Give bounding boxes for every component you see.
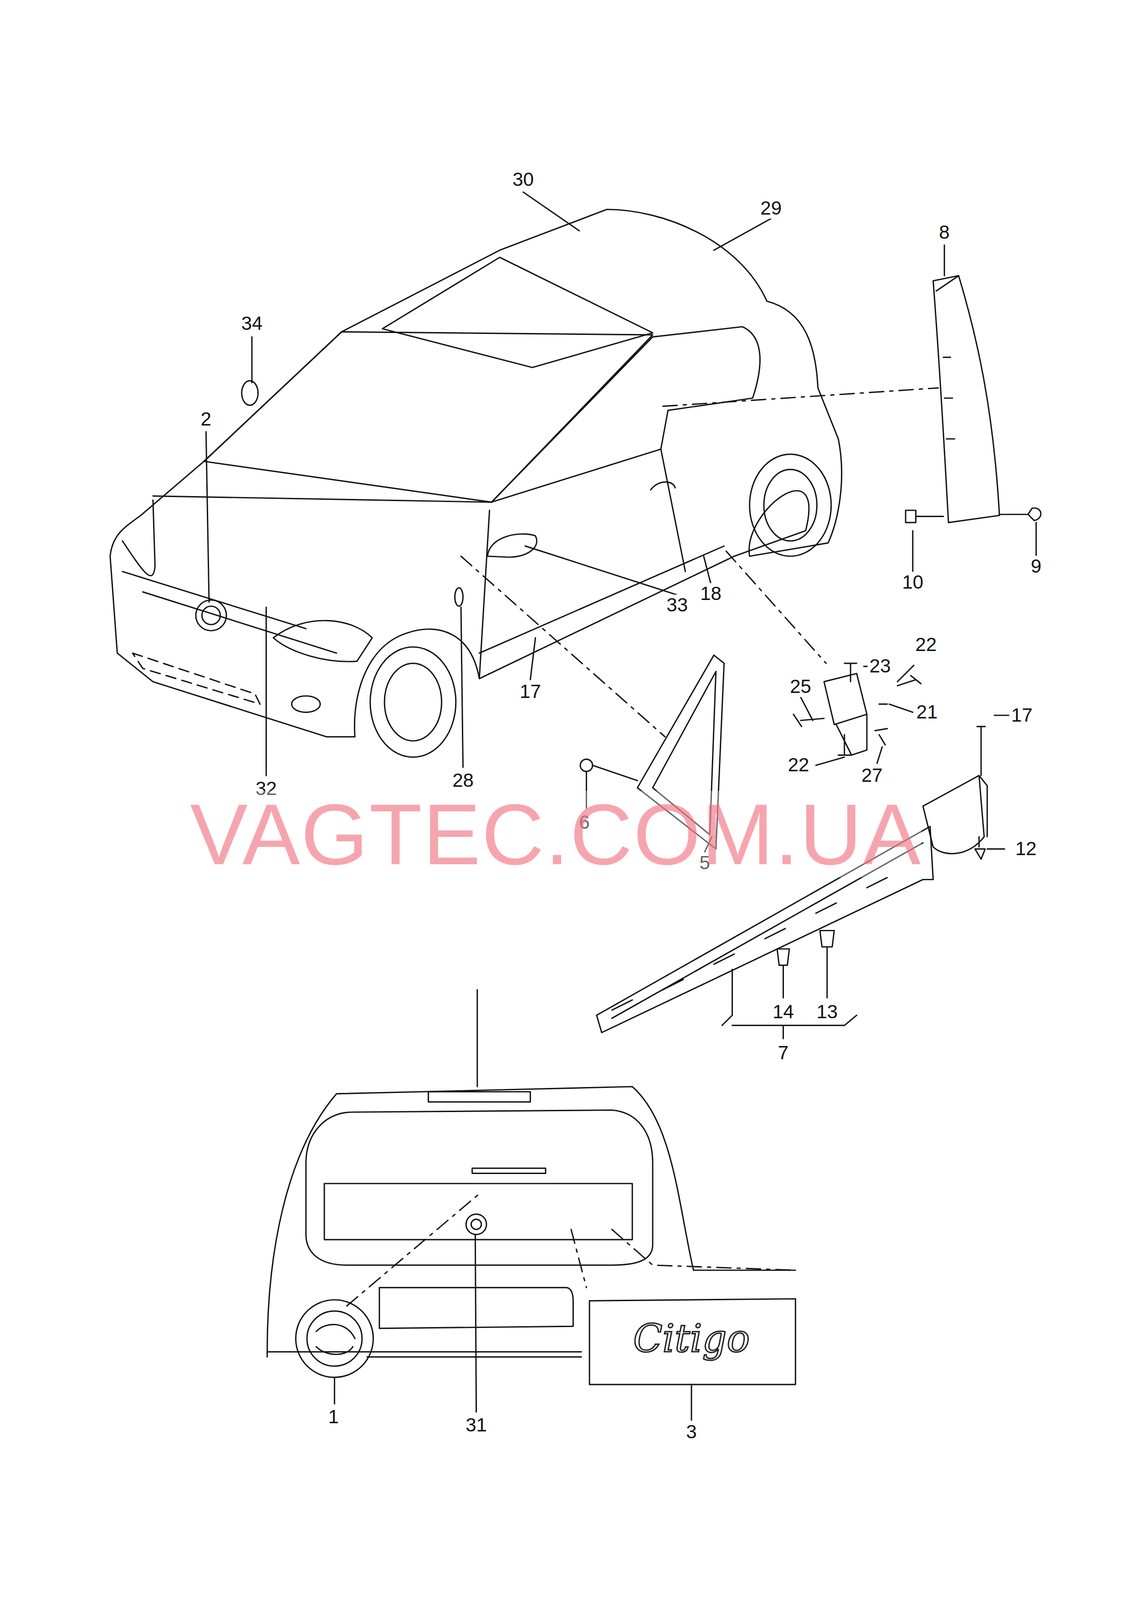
callout-number: 7 bbox=[776, 1042, 791, 1064]
callout-number: 28 bbox=[450, 769, 476, 791]
callout-number: 13 bbox=[814, 1001, 840, 1023]
callout-number: 22 bbox=[786, 754, 812, 776]
callout-number: 27 bbox=[859, 764, 885, 786]
callout-number: 29 bbox=[758, 197, 784, 219]
callout-number: 21 bbox=[914, 701, 940, 723]
callout-number: 17 bbox=[517, 680, 543, 702]
callout-number: 8 bbox=[937, 221, 952, 243]
callout-number: 17 bbox=[1009, 704, 1035, 726]
callout-number: 33 bbox=[664, 594, 690, 616]
callout-number: 1 bbox=[326, 1406, 341, 1428]
callout-number: 9 bbox=[1028, 555, 1044, 577]
callout-number: 34 bbox=[239, 312, 265, 334]
callout-number: 14 bbox=[770, 1001, 796, 1023]
callout-number: 30 bbox=[510, 168, 536, 190]
model-badge-text: Citigo bbox=[631, 1318, 752, 1359]
callout-number: 10 bbox=[900, 571, 926, 593]
callout-number: 22 bbox=[913, 634, 939, 656]
callout-number: 2 bbox=[199, 408, 214, 430]
callout-number: 12 bbox=[1013, 838, 1039, 860]
callout-number: 31 bbox=[463, 1414, 489, 1436]
callout-number: 25 bbox=[788, 675, 814, 697]
callout-number: 18 bbox=[698, 583, 724, 604]
callout-number: 3 bbox=[684, 1421, 699, 1443]
callout-number: 23 bbox=[867, 655, 893, 677]
watermark: VAGTEC.COM.UA bbox=[189, 790, 922, 878]
